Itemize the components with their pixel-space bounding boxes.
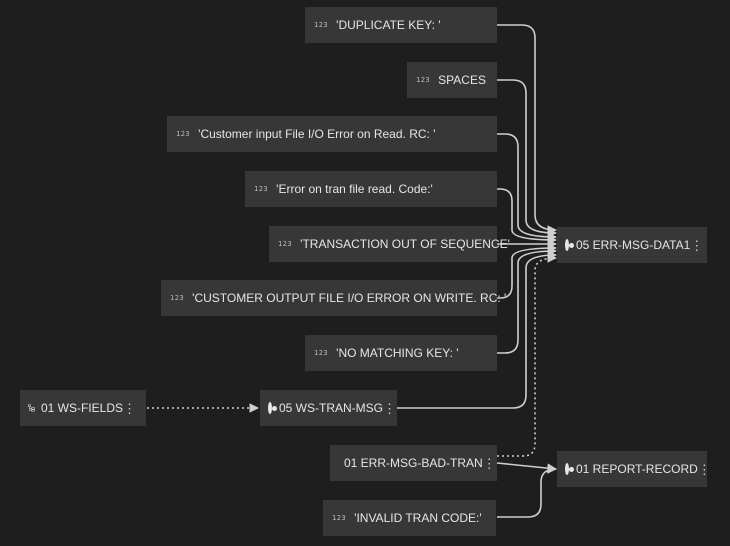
node-ws-tran-msg[interactable]: 05 WS-TRAN-MSG ⋮ xyxy=(260,390,397,426)
node-ws-fields[interactable]: 01 WS-FIELDS ⋮ xyxy=(20,390,146,426)
numeric-literal-icon: 123 xyxy=(170,294,185,302)
node-label: 05 WS-TRAN-MSG xyxy=(279,401,384,415)
kebab-menu-icon[interactable]: ⋮ xyxy=(697,461,711,477)
edge-ws-tran-msg xyxy=(397,250,557,409)
field-circle-icon xyxy=(268,402,277,414)
node-label: 'DUPLICATE KEY: ' xyxy=(336,18,441,32)
node-label: 'Error on tran file read. Code:' xyxy=(276,182,433,196)
node-tran-file-error[interactable]: 123 'Error on tran file read. Code:' xyxy=(245,171,497,207)
node-err-msg-data1[interactable]: 05 ERR-MSG-DATA1 ⋮ xyxy=(557,227,707,263)
node-invalid-tran-code[interactable]: 123 'INVALID TRAN CODE:' xyxy=(323,500,496,536)
edge-bad-tran-report xyxy=(496,462,557,473)
field-circle-icon xyxy=(565,463,574,475)
kebab-menu-icon[interactable]: ⋮ xyxy=(690,237,704,253)
node-spaces[interactable]: 123 SPACES xyxy=(407,62,497,98)
kebab-menu-icon[interactable]: ⋮ xyxy=(383,400,397,416)
edge-dup-key xyxy=(497,24,557,235)
node-customer-output-error[interactable]: 123 'CUSTOMER OUTPUT FILE I/O ERROR ON W… xyxy=(161,280,506,316)
numeric-literal-icon: 123 xyxy=(278,240,293,248)
node-label: 05 ERR-MSG-DATA1 xyxy=(576,238,691,252)
structure-group-icon xyxy=(28,404,35,412)
numeric-literal-icon: 123 xyxy=(314,349,329,357)
node-no-matching-key[interactable]: 123 'NO MATCHING KEY: ' xyxy=(305,335,497,371)
node-label: 'NO MATCHING KEY: ' xyxy=(336,346,459,360)
numeric-literal-icon: 123 xyxy=(314,21,329,29)
node-err-msg-bad-tran[interactable]: 01 ERR-MSG-BAD-TRAN ⋮ xyxy=(330,445,497,481)
edge-no-match xyxy=(497,246,557,354)
node-customer-input-error[interactable]: 123 'Customer input File I/O Error on Re… xyxy=(167,116,497,152)
numeric-literal-icon: 123 xyxy=(332,514,347,522)
kebab-menu-icon[interactable]: ⋮ xyxy=(123,400,136,416)
node-label: SPACES xyxy=(438,73,486,87)
edge-cust-input xyxy=(497,133,557,242)
node-report-record[interactable]: 01 REPORT-RECORD ⋮ xyxy=(557,451,711,487)
edge-cust-output xyxy=(497,243,557,299)
edge-bad-tran-dotted xyxy=(497,253,557,457)
numeric-literal-icon: 123 xyxy=(416,76,431,84)
node-out-of-sequence[interactable]: 123 'TRANSACTION OUT OF SEQUENCE' xyxy=(269,226,510,262)
edge-invalid-tran xyxy=(497,464,557,518)
node-label: 01 REPORT-RECORD xyxy=(576,462,698,476)
node-duplicate-key[interactable]: 123 'DUPLICATE KEY: ' xyxy=(305,7,497,43)
numeric-literal-icon: 123 xyxy=(176,130,191,138)
node-label: 'INVALID TRAN CODE:' xyxy=(354,511,482,525)
node-label: 'CUSTOMER OUTPUT FILE I/O ERROR ON WRITE… xyxy=(192,291,507,305)
kebab-menu-icon[interactable]: ⋮ xyxy=(482,455,496,471)
edge-tran-file xyxy=(497,188,557,245)
node-label: 'TRANSACTION OUT OF SEQUENCE' xyxy=(300,237,510,251)
numeric-literal-icon: 123 xyxy=(254,185,269,193)
node-label: 'Customer input File I/O Error on Read. … xyxy=(198,127,436,141)
field-circle-icon xyxy=(565,239,574,251)
edge-spaces xyxy=(497,79,557,238)
node-label: 01 ERR-MSG-BAD-TRAN xyxy=(344,456,483,470)
node-label: 01 WS-FIELDS xyxy=(40,401,123,415)
